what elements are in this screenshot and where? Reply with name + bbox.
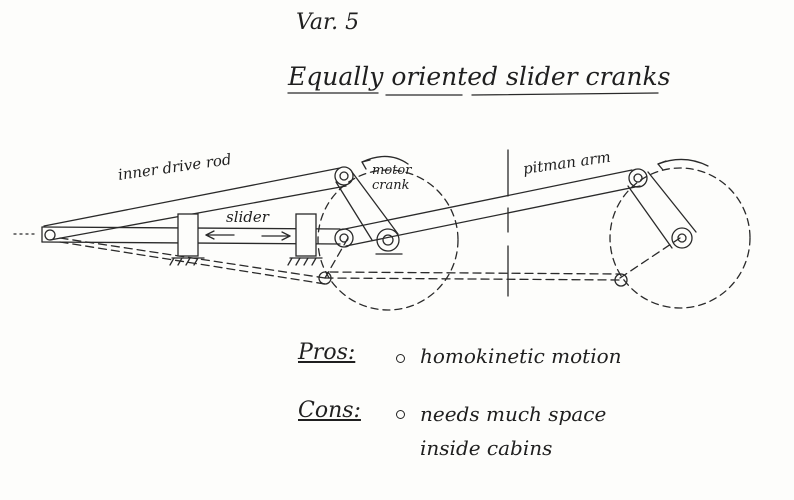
motor-crank-circle (317, 169, 459, 311)
motor-crank-edge-2 (351, 171, 399, 235)
pitman-arm-left-joint (334, 228, 354, 248)
pitman-crank-hub (671, 227, 693, 249)
alt-pitman-arm (324, 277, 621, 281)
motor-crank-hub (376, 228, 400, 252)
ground-hatch (185, 257, 191, 266)
pitman-crank-edge-1 (627, 185, 673, 249)
pitman-crank-top-joint (628, 168, 648, 188)
pitman-arm-bottom (345, 185, 641, 247)
cons-heading: Cons: (298, 398, 361, 423)
title-underline-3 (471, 92, 659, 96)
alt-motor-crank (324, 237, 349, 279)
ground-hatch (303, 257, 309, 266)
alt-pitman-crank (619, 237, 681, 279)
pitman-crank-edge-2 (647, 171, 697, 233)
motor-crank-label: motor crank (372, 163, 411, 193)
ground-hatch (311, 257, 317, 266)
inner-drive-rod-top (43, 167, 341, 227)
slider-guide-right (295, 213, 317, 257)
motor-rotation-arrowhead (361, 159, 371, 170)
pitman-crank-top-pin (633, 173, 643, 183)
ground-hatch (287, 257, 293, 266)
slider-rod-pivot (44, 229, 56, 241)
pitman-rotation-arc (657, 158, 709, 167)
cons-bullet-icon (396, 410, 405, 419)
slider-arrowhead-left (205, 230, 215, 240)
alt-drive-rod-2 (59, 241, 326, 285)
page-title: Equally oriented slider cranks (288, 62, 671, 91)
pitman-arm-top (339, 169, 633, 231)
motor-crank-label-line2: crank (372, 178, 410, 193)
cons-item-line1: needs much space (420, 402, 607, 426)
inner-drive-rod-bottom (49, 185, 347, 241)
ground-hatch (193, 257, 199, 266)
pitman-arm-left-pin (339, 233, 349, 243)
slider-arrowhead-right (281, 231, 291, 241)
pros-item: homokinetic motion (420, 344, 622, 368)
motor-crank-top-pin (339, 171, 349, 181)
alt-pitman-arm-2 (329, 271, 621, 275)
slider-label: slider (226, 208, 269, 226)
pros-bullet-icon (396, 354, 405, 363)
variant-label: Var. 5 (296, 10, 360, 35)
alt-pivot-right (614, 273, 628, 287)
ground-hatch (169, 257, 175, 266)
motor-crank-label-line1: motor (372, 163, 412, 178)
motor-crank-axle (382, 234, 394, 246)
motor-crank-edge-1 (335, 181, 373, 241)
pitman-crank-circle (609, 167, 751, 309)
ground-hatch (177, 257, 183, 266)
pitman-rotation-arrowhead (657, 160, 667, 171)
alt-pivot-left (318, 271, 332, 285)
slider-guide-left (177, 213, 199, 257)
pros-heading: Pros: (298, 340, 356, 365)
cons-item-line2: inside cabins (420, 436, 553, 460)
pitman-crank-axle (677, 233, 687, 243)
motor-crank-top-joint (334, 166, 354, 186)
ground-hatch (295, 257, 301, 266)
